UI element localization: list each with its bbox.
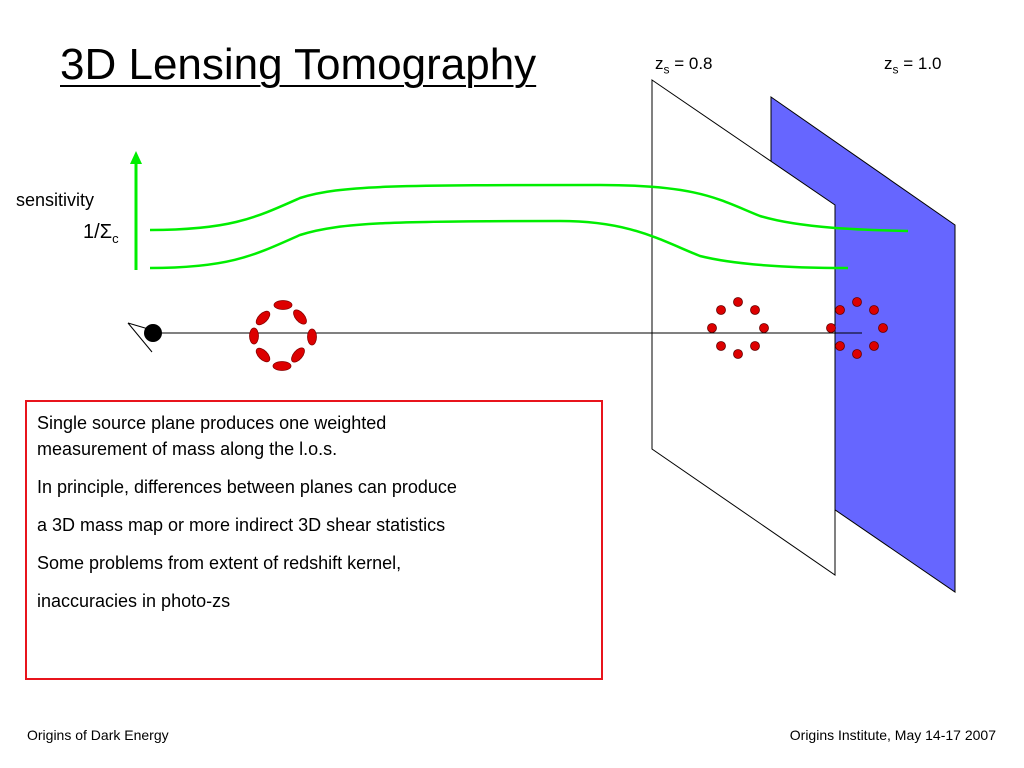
notes-box: Single source plane produces one weighte… [25, 400, 603, 680]
z-symbol: z [655, 54, 664, 73]
plane-label-near: zs = 0.8 [655, 54, 713, 76]
note-line: Single source plane produces one weighte… [37, 413, 387, 433]
z-subscript: s [892, 62, 899, 77]
sigma-symbol: Σ [99, 221, 113, 243]
lensed-image-ring [249, 300, 317, 371]
inverse-sigma-label: 1/Σc [83, 221, 119, 246]
sensitivity-axis-arrow [130, 151, 142, 270]
footer-right: Origins Institute, May 14-17 2007 [789, 727, 996, 743]
footer-left: Origins of Dark Energy [27, 727, 169, 743]
kernel-curve-far [149, 183, 909, 233]
sensitivity-label: sensitivity [16, 190, 95, 210]
kernel-curve-near [149, 219, 849, 270]
plane-label-far: zs = 1.0 [884, 54, 942, 76]
note-line: Some problems from extent of redshift ke… [37, 553, 402, 573]
slide-title: 3D Lensing Tomography [60, 40, 537, 89]
source-ring-near [707, 297, 769, 359]
note-line: a 3D mass map or more indirect 3D shear … [37, 515, 446, 535]
source-ring-far [826, 297, 888, 359]
source-plane-near [651, 79, 836, 576]
sigma-subscript: c [112, 231, 119, 246]
note-line: In principle, differences between planes… [37, 477, 457, 497]
z-subscript: s [663, 62, 670, 77]
z-symbol: z [884, 54, 893, 73]
observer-eye-icon [127, 322, 163, 353]
z-value: = 0.8 [669, 54, 713, 73]
z-value: = 1.0 [898, 54, 942, 73]
inverse-prefix: 1/ [83, 221, 100, 243]
note-line: inaccuracies in photo-zs [37, 591, 231, 611]
note-line: measurement of mass along the l.o.s. [37, 439, 338, 459]
